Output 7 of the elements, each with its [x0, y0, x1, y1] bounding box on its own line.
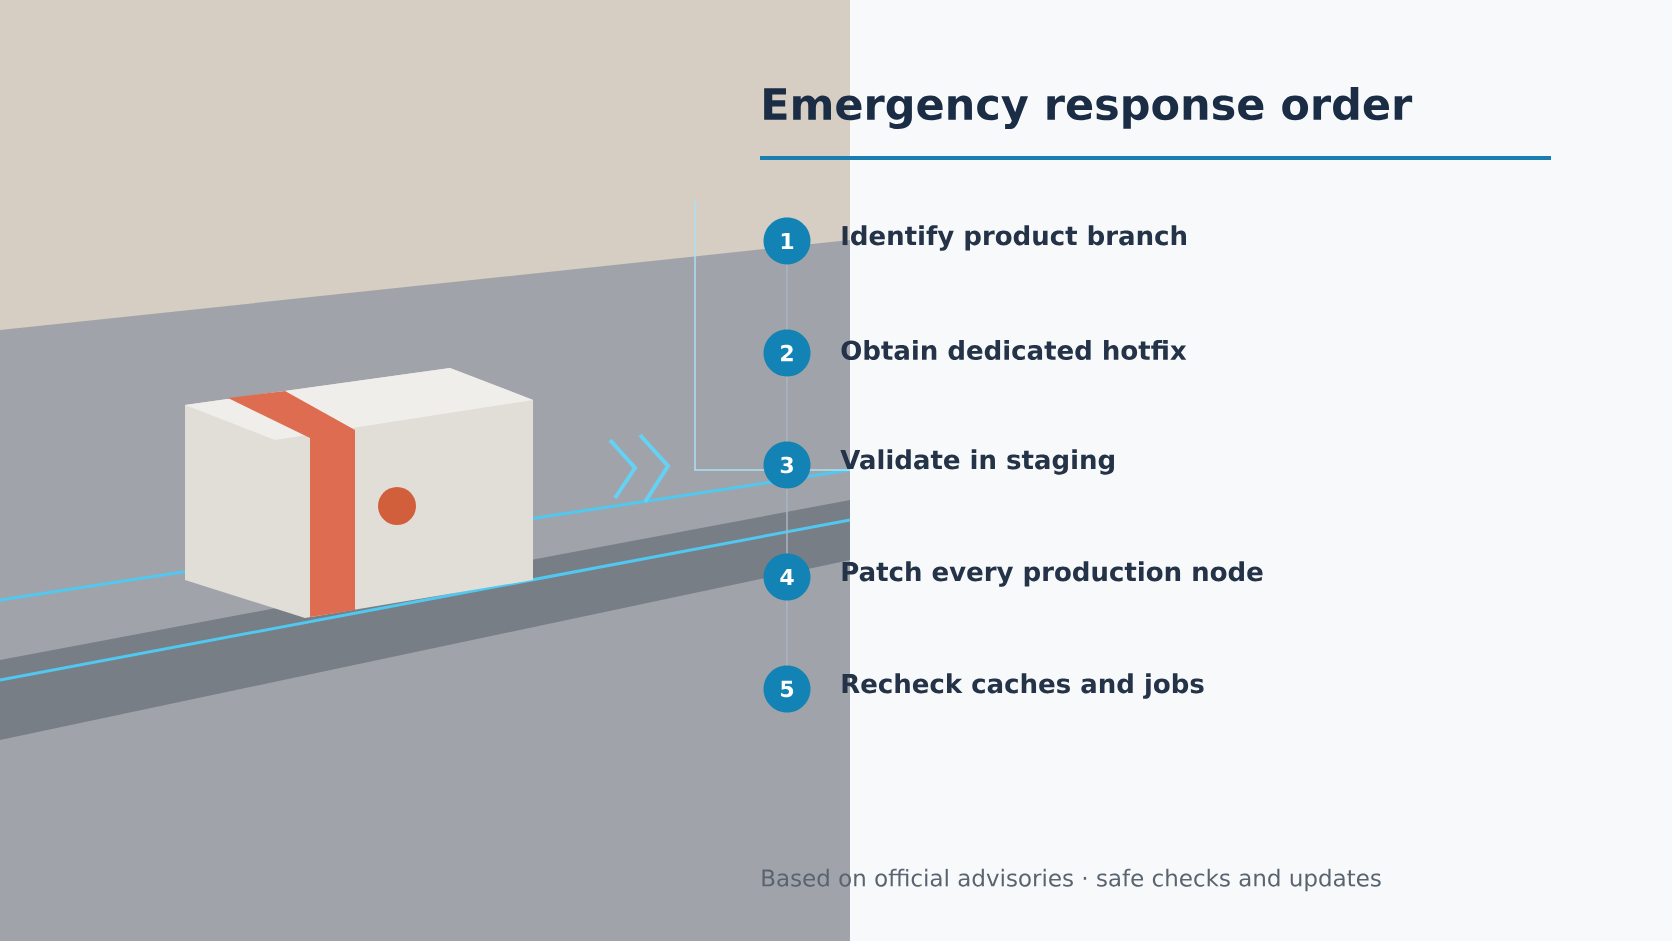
- step-label: Patch every production node: [842, 561, 1263, 587]
- title: Emergency response order: [764, 87, 1413, 129]
- step-label: Identify product branch: [842, 225, 1186, 251]
- connector-line: [786, 487, 788, 555]
- step-label: Obtain dedicated hotfix: [841, 339, 1187, 361]
- step-label: Recheck caches and jobs: [842, 673, 1204, 699]
- step-label: Validate in staging: [840, 449, 1114, 475]
